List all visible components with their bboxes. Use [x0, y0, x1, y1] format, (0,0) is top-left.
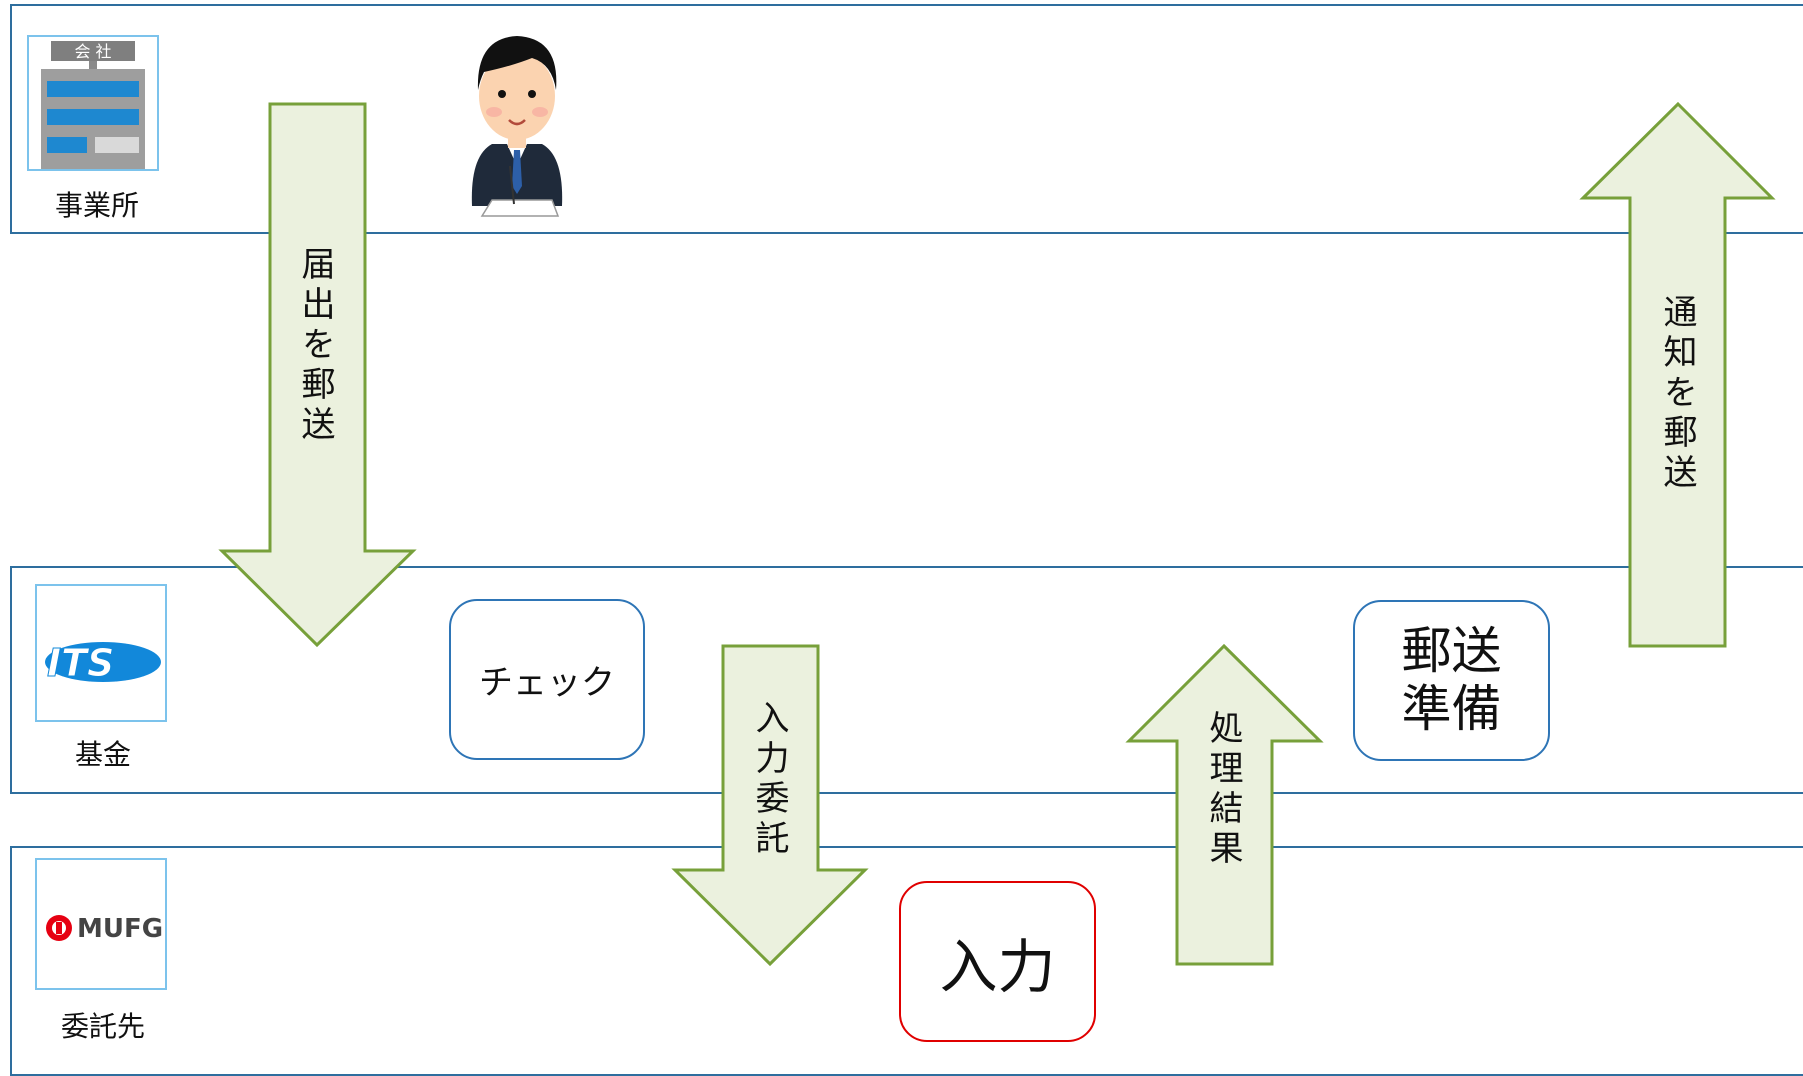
svg-text:会 社: 会 社 — [74, 42, 111, 61]
step-input-label: 入力 — [939, 932, 1056, 1001]
its-logo-icon: ITS — [35, 584, 167, 722]
arrow-processing-result — [1125, 643, 1324, 966]
svg-text:MUFG: MUFG — [77, 914, 163, 944]
step-check-label: チェック — [479, 663, 615, 703]
flow-label-processing-result: 処理結果 — [1203, 710, 1243, 870]
svg-text:ITS: ITS — [47, 641, 114, 685]
arrow-mail-submission — [218, 102, 417, 648]
step-prepare-label-line1: 郵送 — [1401, 622, 1502, 680]
flow-label-input-entrust: 入力委託 — [749, 700, 789, 860]
lane-label-contractor: 委託先 — [60, 1010, 145, 1043]
mufg-logo-icon: MUFG — [35, 858, 167, 990]
arrow-input-entrust — [671, 644, 869, 967]
flow-label-mail-submission: 届出を郵送 — [295, 246, 335, 446]
step-prepare-label-line2: 準備 — [1401, 679, 1502, 738]
office-building-icon: 会 社 — [27, 35, 159, 171]
step-prepare-mailing: 郵送 準備 — [1353, 600, 1550, 761]
lane-label-fund: 基金 — [74, 738, 131, 771]
step-input: 入力 — [899, 881, 1096, 1042]
flow-label-mail-notification: 通知を郵送 — [1657, 294, 1697, 494]
step-check: チェック — [449, 599, 645, 760]
arrow-mail-notification — [1579, 101, 1776, 648]
lane-label-office: 事業所 — [54, 189, 139, 222]
office-worker-writing-icon — [462, 16, 572, 220]
